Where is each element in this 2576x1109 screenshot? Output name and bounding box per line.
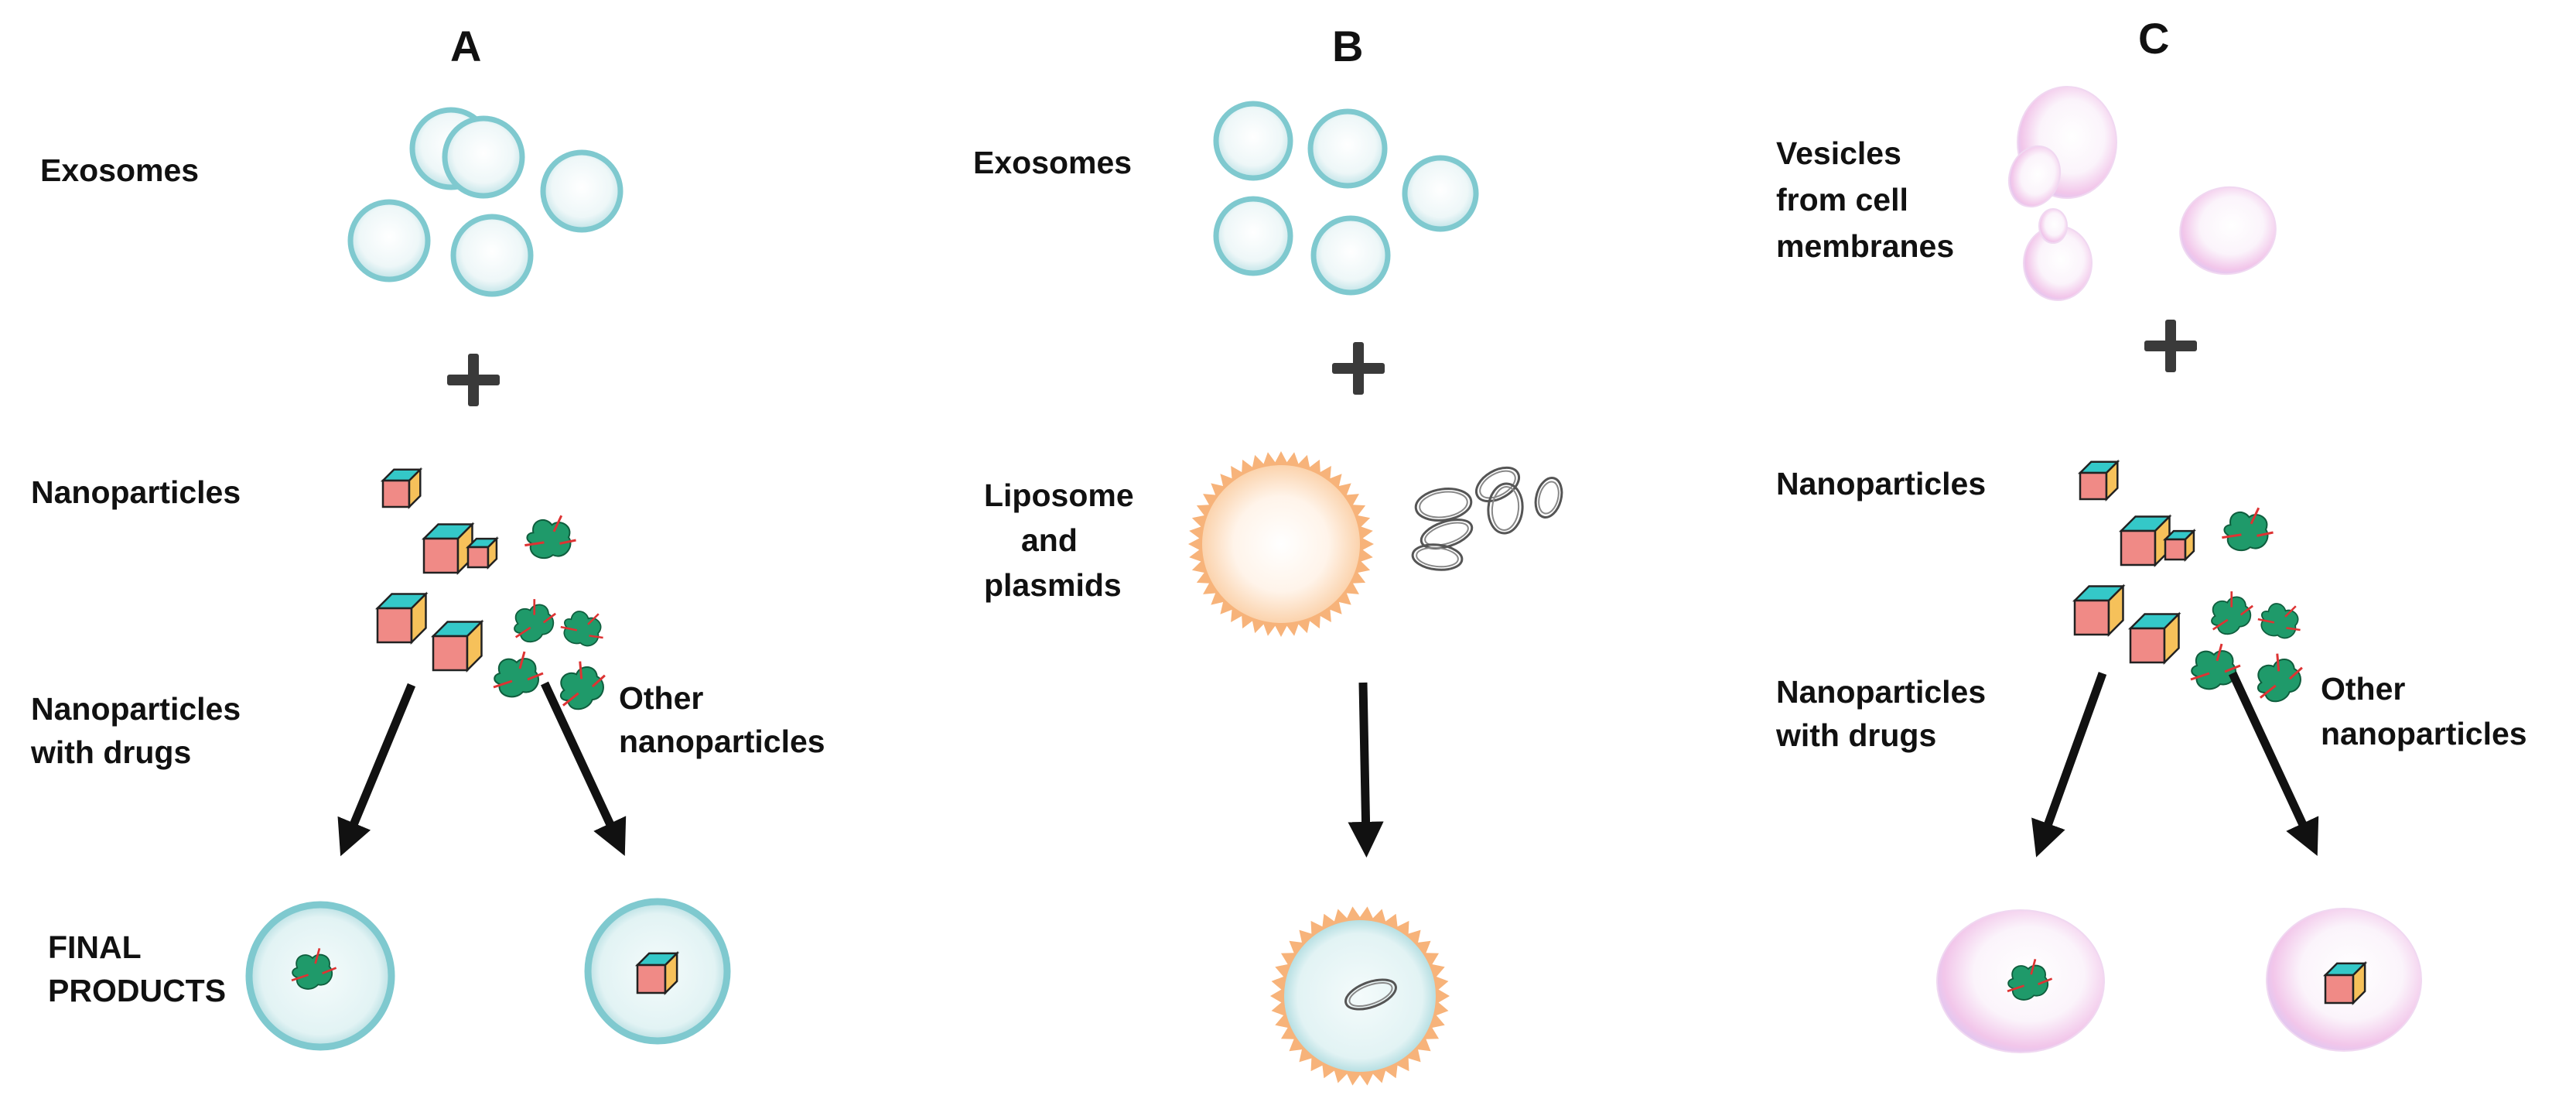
arrow-b-down: [1348, 682, 1384, 858]
liposome: [1188, 451, 1374, 637]
exosome: [1213, 196, 1293, 276]
exosome: [1310, 215, 1391, 296]
panel-a-final-line2: PRODUCTS: [48, 973, 227, 1008]
plasmid: [1420, 519, 1474, 549]
panel-a-left-route-line2: with drugs: [31, 734, 192, 770]
a-nanoparticle-drug: [560, 611, 603, 647]
plasmid: [1411, 543, 1464, 571]
panel-a-right-route-line2: nanoparticles: [619, 724, 825, 759]
panel-c-vesicles-line2: from cell: [1776, 182, 1908, 217]
c-nanoparticle-drug: [2257, 653, 2303, 703]
a-nanoparticle-cube: [430, 619, 484, 673]
panel-c-left-route-line1: Nanoparticles: [1776, 674, 1987, 710]
arrow-other-route: [2229, 671, 2319, 856]
arrow-drug-route: [337, 683, 416, 857]
exosome: [442, 115, 525, 199]
panel-c-nanoparticles-label: Nanoparticles: [1776, 466, 1987, 501]
panel-a-letter: A: [450, 22, 482, 70]
panel-a-right-route-line1: Other: [619, 680, 704, 716]
encapsulated-cube: [2322, 960, 2368, 1006]
panel-a-left-route-line1: Nanoparticles: [31, 691, 241, 727]
plus-sign: [447, 354, 500, 406]
panel-c-left-route-line2: with drugs: [1776, 717, 1937, 753]
c-nanoparticle-cube: [2162, 529, 2196, 563]
exosome: [1307, 108, 1388, 189]
panel-a-exosomes-label: Exosomes: [40, 152, 200, 188]
c-nanoparticle-drug: [2257, 603, 2301, 639]
panel-c-right-route-line2: nanoparticles: [2321, 716, 2527, 751]
panel-b-exosomes-label: Exosomes: [973, 145, 1133, 180]
panel-c-artwork: [1936, 86, 2422, 1053]
c-nanoparticle-cube: [2118, 514, 2172, 568]
panel-b-mid-line3: plasmids: [984, 567, 1122, 603]
panel-c-vesicles-line1: Vesicles: [1776, 135, 1901, 171]
exosome: [540, 149, 624, 233]
exosome: [1402, 155, 1479, 232]
exosome: [1213, 101, 1293, 181]
final-hybrid-liposome: [1270, 906, 1450, 1086]
a-nanoparticle-cube: [374, 591, 429, 645]
c-nanoparticle-drug: [2190, 643, 2241, 690]
encapsulated-drug: [291, 948, 337, 990]
panel-b-letter: B: [1332, 22, 1364, 70]
plus-sign: [2144, 320, 2197, 372]
panel-a-final-line1: FINAL: [48, 929, 142, 965]
a-nanoparticle-drug: [524, 515, 576, 560]
c-nanoparticle-cube: [2127, 611, 2181, 666]
panel-a-nanoparticles-label: Nanoparticles: [31, 474, 241, 510]
exosome: [347, 199, 431, 282]
plasmid: [1414, 488, 1473, 522]
a-nanoparticle-cube: [421, 522, 475, 576]
a-nanoparticle-drug: [493, 651, 544, 698]
panel-b-mid-line2: and: [1021, 522, 1078, 558]
encapsulated-plasmid: [1344, 978, 1397, 1011]
encapsulated-drug: [2007, 959, 2053, 1001]
plasmid: [1475, 466, 1520, 503]
panel-c-right-route-line1: Other: [2321, 671, 2406, 707]
c-nanoparticle-drug: [2222, 507, 2274, 552]
plasmid: [1534, 477, 1563, 519]
arrow-drug-route: [2031, 672, 2107, 857]
c-nanoparticle-drug: [2211, 591, 2253, 635]
arrow-other-route: [541, 681, 627, 856]
cell-vesicle: [2179, 186, 2277, 276]
encapsulated-cube: [634, 950, 680, 996]
a-nanoparticle-cube: [380, 467, 423, 510]
plasmid: [1487, 482, 1524, 535]
panel-c-vesicles-line3: membranes: [1776, 228, 1955, 264]
c-nanoparticle-cube: [2072, 584, 2126, 638]
panel-b-artwork: [1188, 101, 1563, 1086]
exosome: [450, 214, 534, 297]
a-nanoparticle-drug: [559, 661, 606, 710]
c-nanoparticle-cube: [2077, 459, 2120, 502]
plus-sign: [1332, 342, 1385, 395]
panel-a-artwork: [245, 107, 731, 1051]
panel-b-mid-line1: Liposome: [984, 477, 1134, 513]
panel-c-letter: C: [2138, 14, 2170, 63]
a-nanoparticle-cube: [465, 536, 499, 570]
a-nanoparticle-drug: [514, 599, 556, 643]
cell-vesicle: [2007, 145, 2062, 208]
cell-vesicle: [2038, 208, 2068, 244]
